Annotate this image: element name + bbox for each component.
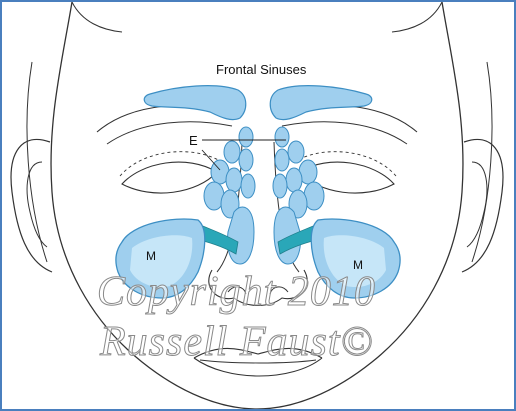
hairline-right — [392, 2, 442, 32]
diagram-title: Frontal Sinuses — [216, 62, 306, 77]
frontal-sinus-left — [144, 86, 246, 120]
ear-left-inner — [27, 162, 47, 247]
frontal-sinus-right — [270, 86, 372, 120]
maxillary-label-left: M — [146, 249, 156, 263]
eyebrow-left-lower — [107, 122, 232, 144]
hairline-left — [72, 2, 122, 32]
ear-left — [11, 139, 52, 272]
watermark-line-2: Russell Faust© — [100, 318, 373, 366]
watermark-line-1: Copyright 2010 — [97, 268, 376, 316]
eye-left — [122, 162, 217, 193]
face-cheek-line-left — [27, 62, 47, 262]
ear-right-inner — [467, 162, 487, 247]
ethmoid-label: E — [189, 133, 198, 148]
ear-right — [462, 139, 503, 272]
eyebrow-right-lower — [282, 122, 407, 144]
